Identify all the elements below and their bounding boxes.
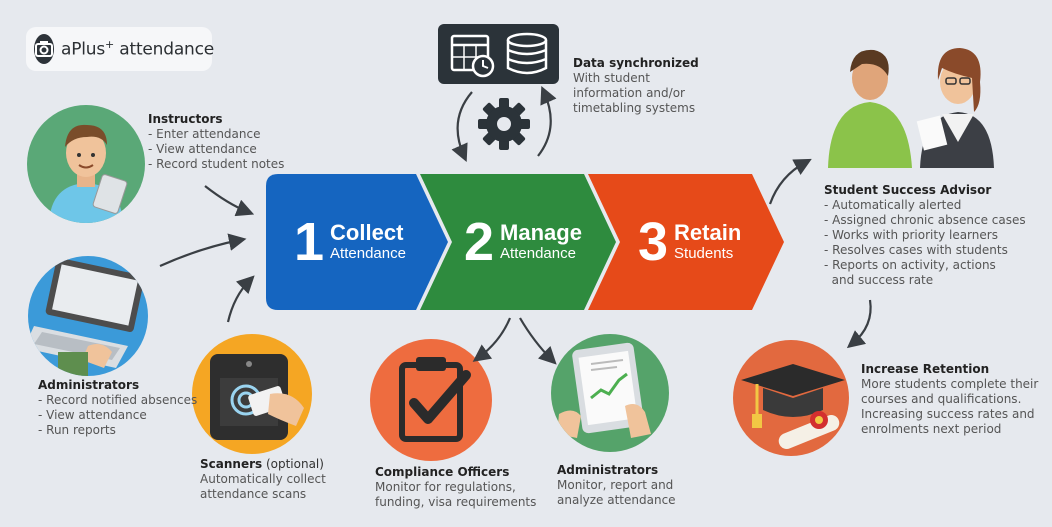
stage-number: 1 (294, 212, 325, 272)
data-sync-box (438, 24, 559, 84)
retention-line: More students complete their (861, 377, 1039, 391)
instructors-heading: Instructors (148, 112, 223, 126)
retention-heading: Increase Retention (861, 362, 990, 376)
stage-collect: 1 Collect Attendance (266, 174, 450, 310)
clipboard-check-icon (370, 339, 492, 461)
data-sync-line: With student (573, 71, 650, 85)
logo-text: aPlus+ attendance (61, 38, 215, 60)
admins-bottom-block: Administrators Monitor, report and analy… (557, 463, 676, 508)
compliance-block: Compliance Officers Monitor for regulati… (375, 465, 536, 510)
advisor-block: Student Success Advisor - Automatically … (824, 183, 1026, 288)
compliance-line: funding, visa requirements (375, 495, 537, 509)
graduation-icon (733, 340, 849, 456)
tablet-chart-icon (551, 334, 669, 452)
advisor-line: - Reports on activity, actions (824, 258, 996, 272)
calendar-clock-icon (450, 34, 495, 78)
admins-left-heading: Administrators (38, 378, 140, 392)
advisor-line: - Works with priority learners (824, 228, 998, 242)
admins-bottom-line: Monitor, report and (557, 478, 674, 492)
compliance-line: Monitor for regulations, (375, 480, 516, 494)
admins-bottom-line: analyze attendance (557, 493, 676, 507)
app-logo: aPlus+ attendance (26, 27, 215, 71)
scanners-block: Scanners (optional) Automatically collec… (200, 457, 326, 502)
gear-icon (476, 96, 532, 152)
advisor-line: - Automatically alerted (824, 198, 962, 212)
retention-line: enrolments next period (861, 422, 1002, 436)
data-sync-line: information and/or (573, 86, 685, 100)
stage-subtitle: Students (674, 245, 734, 262)
stage-number: 2 (464, 212, 495, 272)
camera-logo-icon (34, 34, 54, 64)
data-sync-line: timetabling systems (573, 101, 696, 115)
stage-retain: 3 Retain Students (588, 174, 786, 310)
admins-left-line: - View attendance (38, 408, 147, 422)
scanners-heading: Scanners (optional) (200, 457, 324, 471)
stage-manage: 2 Manage Attendance (420, 174, 618, 310)
instructors-block: Instructors - Enter attendance - View at… (148, 112, 284, 172)
admins-left-block: Administrators - Record notified absence… (38, 378, 197, 438)
stage-title: Manage (500, 220, 582, 245)
advisor-line: - Assigned chronic absence cases (824, 213, 1026, 227)
laptop-icon (28, 256, 148, 376)
stage-subtitle: Attendance (500, 245, 576, 262)
instructors-line: - View attendance (148, 142, 257, 156)
data-sync-block: Data synchronized With student informati… (573, 56, 699, 116)
stage-title: Retain (674, 220, 742, 245)
retention-line: courses and qualifications. (861, 392, 1022, 406)
compliance-heading: Compliance Officers (375, 465, 510, 479)
advisor-meeting-icon (824, 32, 1000, 168)
stage-subtitle: Attendance (330, 245, 406, 262)
data-sync-heading: Data synchronized (573, 56, 699, 70)
scanners-line: Automatically collect (200, 472, 326, 486)
stage-number: 3 (638, 212, 669, 272)
instructor-icon (27, 105, 145, 223)
retention-line: Increasing success rates and (861, 407, 1035, 421)
scanners-line: attendance scans (200, 487, 307, 501)
retention-block: Increase Retention More students complet… (861, 362, 1038, 437)
instructors-line: - Enter attendance (148, 127, 261, 141)
advisor-line: - Resolves cases with students (824, 243, 1008, 257)
admins-left-line: - Run reports (38, 423, 116, 437)
advisor-line: and success rate (824, 273, 934, 287)
instructors-line: - Record student notes (148, 157, 285, 171)
database-icon (506, 32, 548, 75)
admins-bottom-heading: Administrators (557, 463, 659, 477)
scanner-icon (192, 334, 312, 454)
admins-left-line: - Record notified absences (38, 393, 198, 407)
advisor-heading: Student Success Advisor (824, 183, 992, 197)
stage-title: Collect (330, 220, 404, 245)
